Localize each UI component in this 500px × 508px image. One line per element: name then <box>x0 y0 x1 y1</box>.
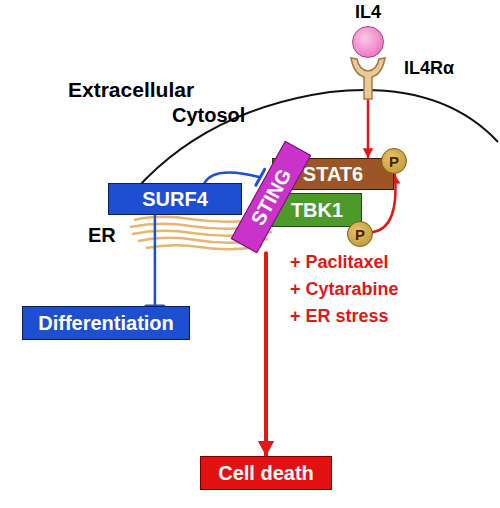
ligand-shape <box>352 26 384 58</box>
treatment-label: + Paclitaxel <box>290 252 389 273</box>
connector-line <box>154 215 157 306</box>
arrow-head <box>363 148 374 158</box>
receptor: IL4Rα <box>348 50 473 100</box>
node-label: SURF4 <box>142 188 208 211</box>
phospho-circle: P <box>347 221 373 247</box>
region-label: Extracellular <box>68 78 194 102</box>
node-label: P <box>355 226 365 243</box>
node-label: IL4 <box>345 2 391 23</box>
protein-box: SURF4 <box>108 183 242 215</box>
phospho-circle: P <box>381 148 407 174</box>
treatment-label: + ER stress <box>290 306 389 327</box>
node-label: STAT6 <box>303 163 363 186</box>
connector <box>258 253 274 456</box>
connector <box>363 100 374 158</box>
outcome-box: Cell death <box>200 456 332 490</box>
region-label: Cytosol <box>172 104 245 127</box>
ligand-circle: IL4 <box>345 2 391 60</box>
connector <box>146 215 164 306</box>
node-label: Differentiation <box>38 312 174 335</box>
arrow-head <box>258 441 274 456</box>
organelle-label: ER <box>88 224 116 247</box>
connector-line <box>367 100 370 158</box>
receptor-shape <box>348 50 388 100</box>
outcome-box: Differentiation <box>22 306 190 340</box>
node-label: Cell death <box>218 462 314 485</box>
node-label: TBK1 <box>291 199 343 222</box>
node-label: IL4Rα <box>404 58 454 79</box>
connector-line <box>264 253 268 456</box>
node-label: P <box>389 153 399 170</box>
receptor-outline <box>351 58 385 99</box>
treatment-label: + Cytarabine <box>290 279 399 300</box>
connector-line <box>204 172 260 183</box>
